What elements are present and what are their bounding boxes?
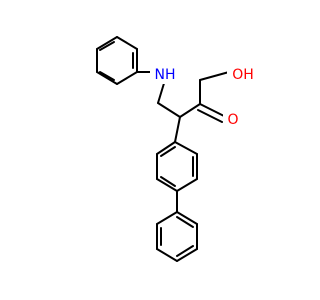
- bond-line: [156, 141, 176, 155]
- nh-label-bg: [150, 64, 180, 84]
- bond-line: [156, 248, 178, 262]
- double-bond-line: [160, 146, 176, 157]
- oh-label: OH: [232, 67, 254, 83]
- bond-line: [199, 103, 225, 117]
- bond-line: [199, 71, 230, 81]
- double-bond-line: [99, 71, 115, 81]
- bond-line: [176, 178, 198, 192]
- double-bond-line: [176, 216, 194, 228]
- bond-line: [174, 116, 181, 143]
- double-bond-line: [176, 245, 194, 257]
- bond-line: [156, 178, 178, 192]
- ketone-o-label: O: [227, 112, 238, 128]
- oh-label-bg: [227, 64, 259, 84]
- bond-line: [179, 103, 201, 118]
- nh-label: NH: [155, 67, 176, 83]
- bond-line: [157, 102, 181, 118]
- bond-line: [176, 248, 198, 262]
- bond-line: [96, 36, 118, 50]
- double-bond-line: [160, 176, 176, 187]
- bond-line: [116, 71, 138, 85]
- bond-line: [156, 211, 178, 225]
- molecule-structure: NH OH O: [96, 36, 259, 262]
- bond-line: [96, 71, 118, 85]
- bond-line: [176, 211, 198, 225]
- double-bond-line: [99, 41, 115, 51]
- bond-line: [116, 36, 138, 50]
- double-bond-line: [197, 109, 223, 123]
- bond-lines: [96, 36, 230, 262]
- bond-line: [174, 141, 198, 155]
- ketone-o-label-bg: [223, 109, 243, 129]
